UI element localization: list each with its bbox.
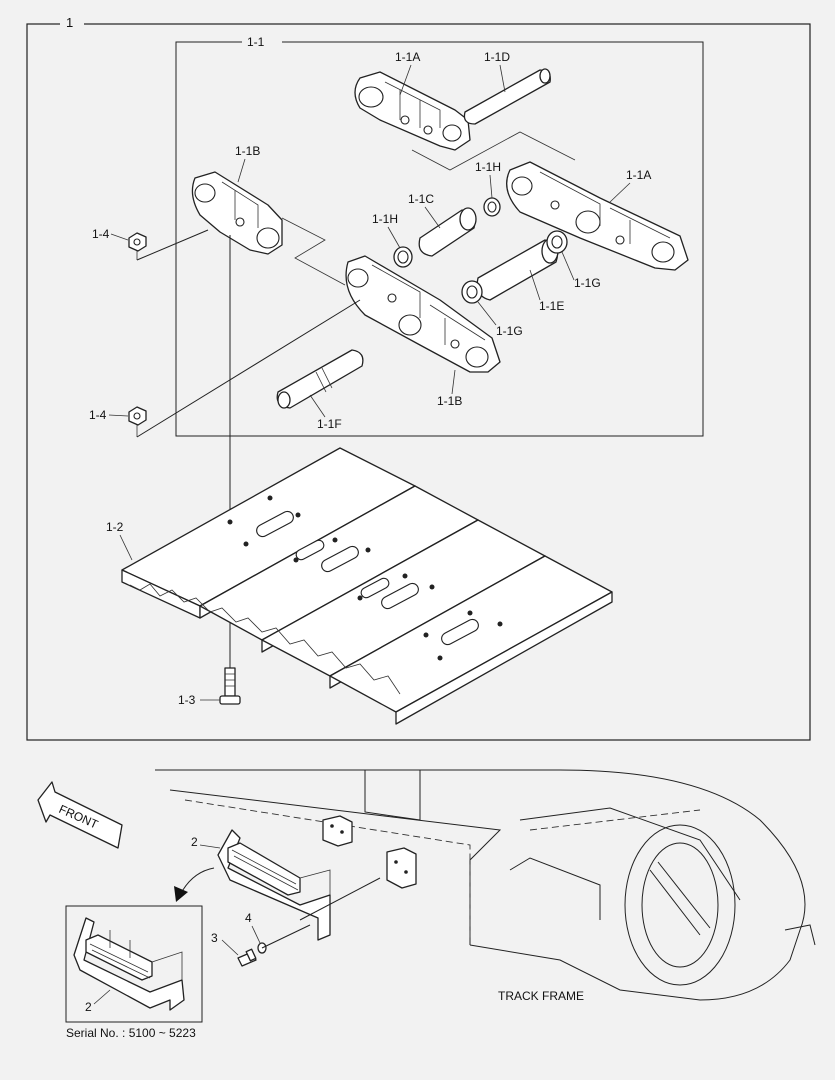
pin-1-1D <box>463 68 551 125</box>
assembly-1-frame <box>26 23 811 741</box>
pin-1-1F <box>276 349 364 409</box>
link-1-1A-top <box>354 71 471 151</box>
inset-step-2 <box>73 917 185 1011</box>
link-1-1B-bottom <box>345 255 501 373</box>
bushing-1-1E <box>476 238 559 301</box>
assembly-1-1-label: 1-1 <box>247 35 265 49</box>
front-arrow-icon: FRONT <box>37 781 123 849</box>
label-1-3: 1-3 <box>178 693 196 707</box>
assembly-1-label: 1 <box>66 15 73 30</box>
seal-1-1H-left <box>393 246 413 268</box>
bolt-1-3 <box>219 667 241 705</box>
leader-nut-top <box>136 229 209 261</box>
label-1-1B-bottom: 1-1B <box>437 394 462 408</box>
label-1-4-top: 1-4 <box>92 227 110 241</box>
nut-1-4-top <box>128 232 147 260</box>
step-2 <box>217 829 331 941</box>
leader-bolt <box>261 924 311 949</box>
serial-note: Serial No. : 5100 ~ 5223 <box>66 1026 196 1040</box>
label-1-1F: 1-1F <box>317 417 342 431</box>
seal-1-1G-right <box>546 230 568 254</box>
label-step-2: 2 <box>191 835 198 849</box>
bolt-3 <box>237 948 257 967</box>
track-shoes-1-2 <box>121 447 613 725</box>
label-inset-step-2: 2 <box>85 1000 92 1014</box>
label-bolt-3: 3 <box>211 931 218 945</box>
label-1-1G-mid: 1-1G <box>496 324 523 338</box>
label-1-1D: 1-1D <box>484 50 510 64</box>
label-1-1H-left: 1-1H <box>372 212 398 226</box>
leader-nut-bottom <box>136 299 361 438</box>
inset-box <box>65 905 203 1023</box>
leader-top-link <box>411 131 576 171</box>
nut-1-4-bottom <box>128 406 147 437</box>
label-1-2: 1-2 <box>106 520 124 534</box>
label-1-1A-right: 1-1A <box>626 168 651 182</box>
label-1-1G-right: 1-1G <box>574 276 601 290</box>
track-frame-label: TRACK FRAME <box>498 989 584 1003</box>
label-1-1H-top: 1-1H <box>475 160 501 174</box>
bushing-1-1C <box>418 207 477 257</box>
leader-left-link <box>281 217 346 286</box>
label-1-4-bottom: 1-4 <box>89 408 107 422</box>
label-1-1A-top: 1-1A <box>395 50 420 64</box>
label-1-1E: 1-1E <box>539 299 564 313</box>
label-1-1B-left: 1-1B <box>235 144 260 158</box>
track-frame <box>155 769 816 1001</box>
seal-1-1H-top <box>483 197 501 217</box>
seal-1-1G-mid <box>461 280 483 304</box>
link-1-1B-left <box>191 171 283 255</box>
curve-arrow-head-icon <box>174 886 188 902</box>
leader-step-mount <box>299 877 381 921</box>
assembly-1-1-frame <box>175 41 704 437</box>
label-1-1C: 1-1C <box>408 192 434 206</box>
label-washer-4: 4 <box>245 911 252 925</box>
link-1-1A-right <box>506 161 689 271</box>
